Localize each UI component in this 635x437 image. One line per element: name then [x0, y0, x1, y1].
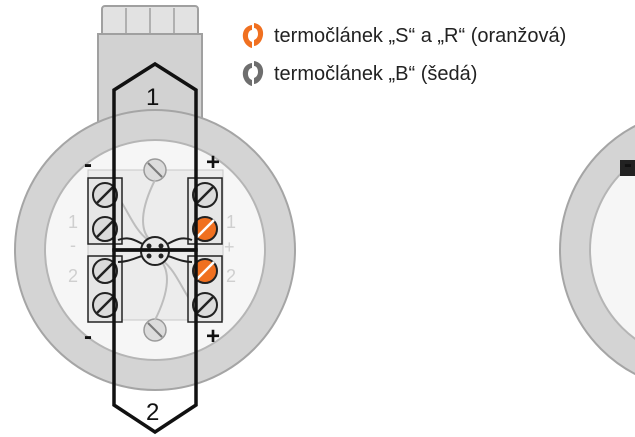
polarity-plus-bottom: +	[206, 323, 220, 350]
terminal-screw-orange	[192, 258, 218, 284]
terminal-screw-orange	[192, 216, 218, 242]
legend-label: termočlánek „B“ (šedá)	[274, 62, 478, 85]
thermocouple-icon	[242, 61, 264, 86]
loop-label-2: 2	[146, 399, 159, 426]
legend: termočlánek „S“ a „R“ (oranžová) termočl…	[240, 20, 566, 96]
mounting-screw-bottom	[143, 318, 167, 342]
loop-label-1: 1	[146, 84, 159, 111]
polarity-plus-top: +	[206, 149, 220, 176]
terminal-screw	[192, 292, 218, 318]
right-terminal-column	[187, 177, 223, 323]
polarity-minus-top: -	[84, 151, 92, 178]
loop-1-outline	[112, 61, 198, 252]
svg-text:2: 2	[226, 266, 236, 286]
legend-item-orange: termočlánek „S“ a „R“ (oranžová)	[240, 20, 566, 52]
svg-text:-: -	[70, 235, 76, 255]
polarity-minus-bottom: -	[84, 323, 92, 350]
legend-label: termočlánek „S“ a „R“ (oranžová)	[274, 24, 567, 47]
svg-text:1: 1	[226, 212, 236, 232]
terminal-screw	[92, 258, 118, 284]
terminal-screw	[92, 292, 118, 318]
svg-text:1: 1	[68, 212, 78, 232]
second-terminal-head-housing	[559, 124, 635, 376]
legend-item-gray: termočlánek „B“ (šedá)	[240, 58, 566, 90]
thermocouple-icon	[242, 23, 264, 48]
terminal-markings-right: 1 + 2	[224, 212, 236, 286]
polarity-minus-second-head: -	[624, 151, 632, 178]
mounting-screw-top	[143, 158, 167, 182]
svg-text:+: +	[224, 237, 235, 257]
svg-text:2: 2	[68, 266, 78, 286]
loop-2-outline	[112, 248, 198, 435]
left-terminal-column	[87, 177, 123, 323]
terminal-screw	[92, 216, 118, 242]
terminal-screw	[192, 182, 218, 208]
terminal-screw	[92, 182, 118, 208]
terminal-markings-left: 1 - 2	[68, 212, 78, 286]
